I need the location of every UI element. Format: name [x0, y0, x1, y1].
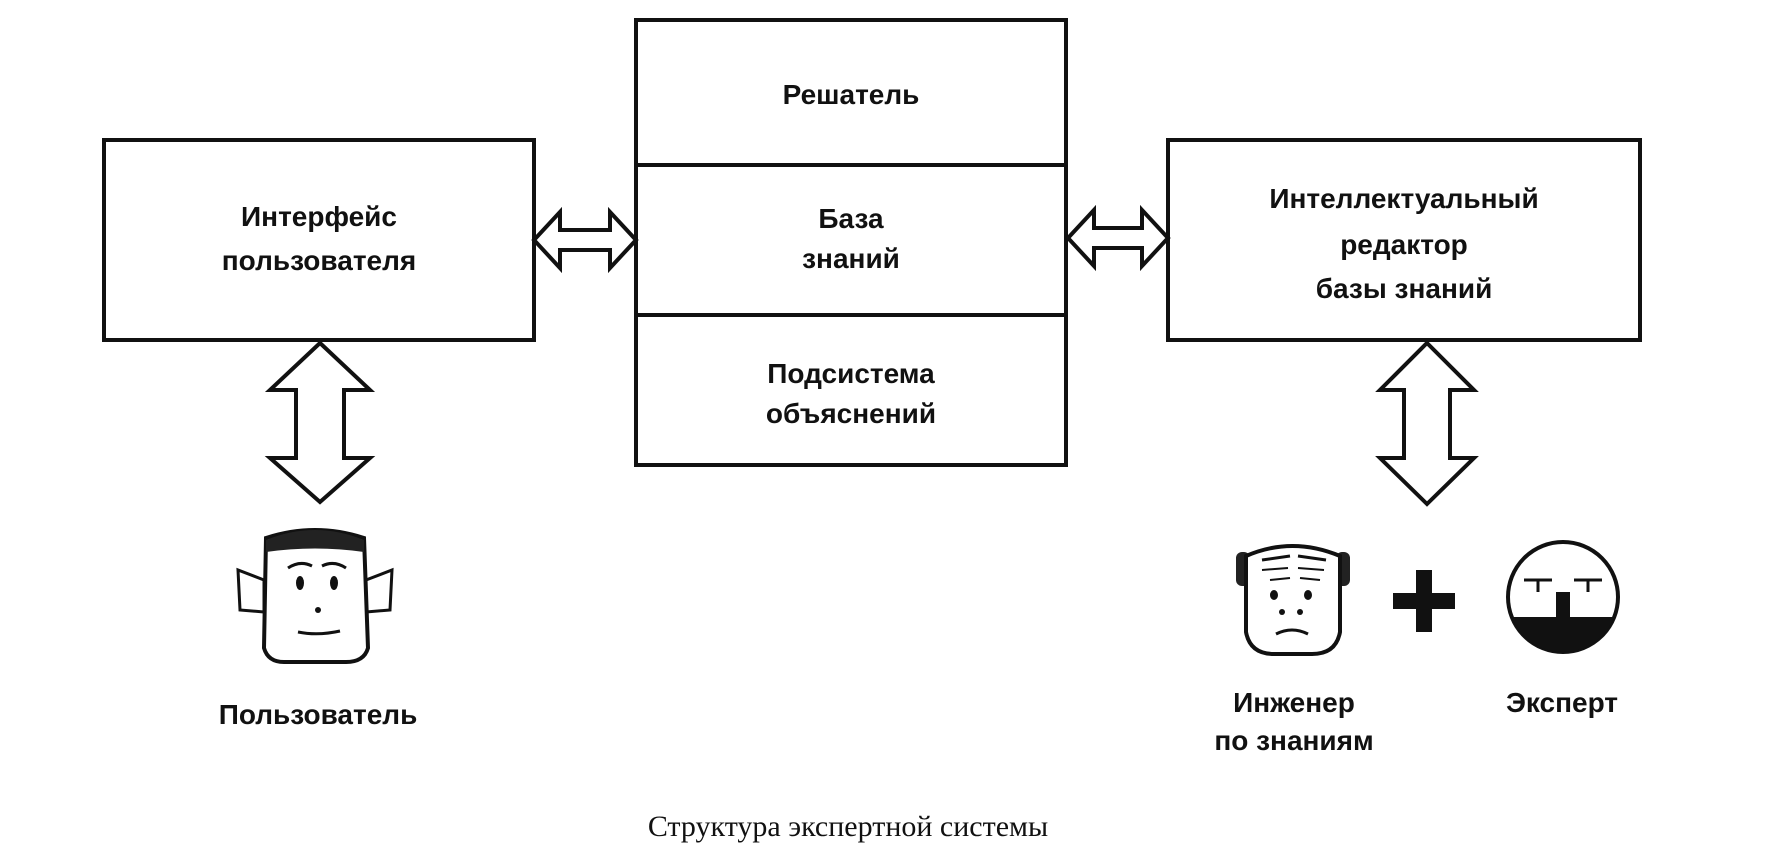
user-interface-label-line2: пользователя: [222, 245, 416, 276]
solver-box: [634, 18, 1068, 167]
explanation-subsystem-label-line2: объяснений: [766, 398, 936, 429]
expert-face-icon: [1506, 540, 1620, 654]
figure-caption: Структура экспертной системы: [648, 810, 1048, 843]
user-label: Пользователь: [219, 699, 418, 730]
double-arrow-user-icon: [264, 340, 376, 505]
knowledge-engineer-label-line2: по знаниям: [1214, 725, 1373, 756]
plus-icon: [1393, 570, 1455, 632]
user-face-icon: [236, 528, 394, 664]
kb-editor-box: [1166, 138, 1642, 342]
knowledge-base-label-line1: База: [818, 203, 884, 234]
double-arrow-left-icon: [531, 206, 639, 274]
knowledge-base-label-line2: знаний: [802, 243, 900, 274]
kb-editor-label-line1: Интеллектуальный: [1269, 183, 1538, 214]
solver-label: Решатель: [783, 79, 920, 110]
kb-editor-label-line3: базы знаний: [1316, 273, 1493, 304]
kb-editor-label-line2: редактор: [1340, 229, 1468, 260]
knowledge-base-box: [634, 163, 1068, 317]
explanation-subsystem-box: [634, 313, 1068, 467]
double-arrow-right-icon: [1065, 204, 1171, 272]
expert-label: Эксперт: [1506, 687, 1618, 718]
knowledge-engineer-face-icon: [1236, 544, 1350, 656]
knowledge-engineer-label-line1: Инженер: [1233, 687, 1355, 718]
user-interface-label-line1: Интерфейс: [241, 201, 397, 232]
user-interface-box: [102, 138, 536, 342]
double-arrow-editor-icon: [1375, 340, 1479, 507]
explanation-subsystem-label-line1: Подсистема: [767, 358, 935, 389]
